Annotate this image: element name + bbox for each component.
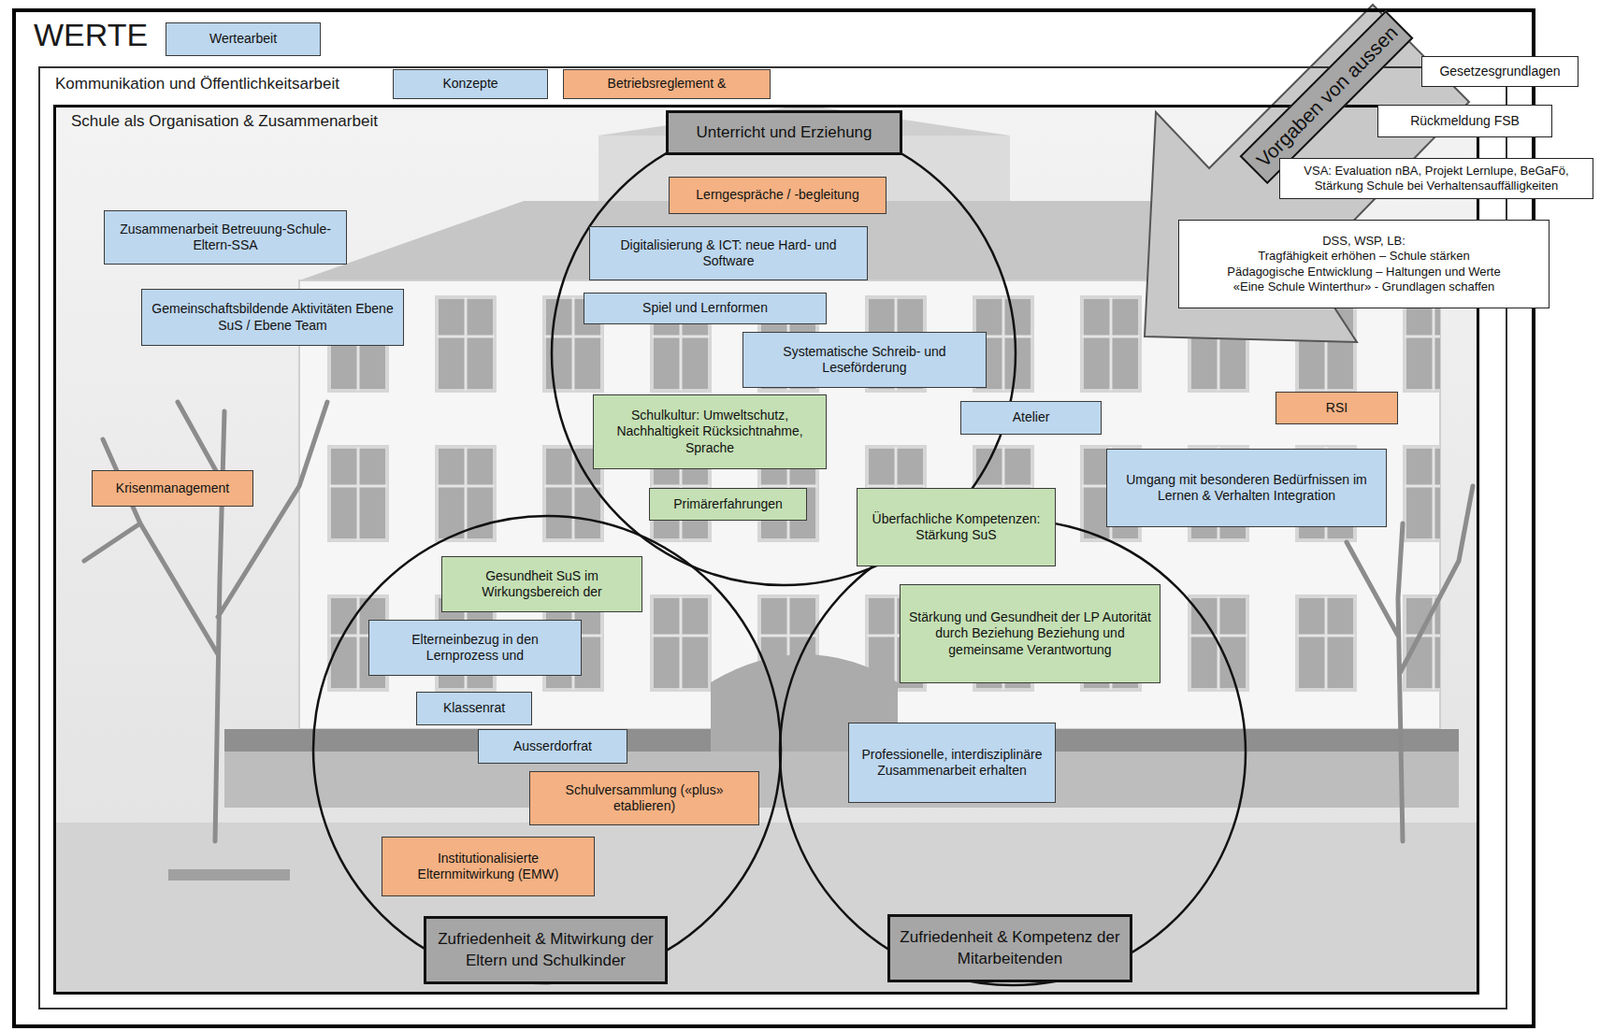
orange-topic-box: RSI [1275,391,1399,425]
orange-topic-box: Betriebsreglement & [562,69,771,100]
tree-left [84,402,328,842]
box-text: Klassenrat [443,700,505,718]
box-text: Institutionalisierte Elternmitwirkung (E… [389,850,587,884]
blue-topic-box: Gemeinschaftsbildende Aktivitäten Ebene … [141,288,404,346]
box-text: Ausserdorfrat [513,738,592,756]
box-text: Überfachliche Kompetenzen: Stärkung SuS [864,511,1048,545]
blue-topic-box: Ausserdorfrat [477,729,628,764]
box-text: Umgang mit besonderen Bedürfnissen im Le… [1114,472,1379,505]
green-topic-box: Stärkung und Gesundheit der LP Autorität… [899,584,1161,684]
region-heading: Schule als Organisation & Zusammenarbeit [71,111,378,132]
tree-right [1346,486,1473,842]
green-topic-box: Primärerfahrungen [648,488,808,521]
blue-topic-box: Elterneinbezug in den Lernprozess und [368,619,582,677]
box-text: Wertearbeit [209,30,277,48]
box-text: Pädagogische Entwicklung – Haltungen und… [1226,264,1500,280]
box-text: Unterricht und Erziehung [695,122,872,144]
orange-topic-box: Lerngespräche / -begleitung [668,176,887,215]
box-text: Krisenmanagement [115,480,230,498]
circle-label-box: Unterricht und Erziehung [665,110,903,156]
box-text: Zufriedenheit & Mitwirkung der Eltern un… [433,929,658,971]
region-heading: Kommunikation und Öffentlichkeitsarbeit [55,73,340,95]
region-heading: WERTE [33,15,148,55]
box-text: Lerngespräche / -begleitung [695,187,859,204]
orange-topic-box: Krisenmanagement [91,470,254,507]
box-text: VSA: Evaluation nBA, Projekt Lernlupe, B… [1287,163,1586,195]
green-topic-box: Überfachliche Kompetenzen: Stärkung SuS [856,488,1056,567]
circle-staff [779,519,1246,986]
box-text: Spiel und Lernformen [642,300,768,318]
box-text: Tragfähigkeit erhöhen – Schule stärken [1257,248,1470,264]
box-text: RSI [1326,400,1348,418]
building-windows [299,280,1441,730]
circle-label-box: Zufriedenheit & Mitwirkung der Eltern un… [423,916,668,985]
venn-circles [313,121,1246,986]
hedge [224,751,1459,808]
box-text: DSS, WSP, LB: [1322,233,1406,249]
blue-topic-box: Zusammenarbeit Betreuung-Schule-Eltern-S… [103,210,347,265]
box-text: Zusammenarbeit Betreuung-Schule-Eltern-S… [112,221,339,255]
box-text: Primärerfahrungen [673,496,783,514]
box-text: Rückmeldung FSB [1410,113,1520,130]
bench [168,869,290,881]
blue-topic-box: Umgang mit besonderen Bedürfnissen im Le… [1106,448,1387,528]
box-text: «Eine Schule Winterthur» - Grundlagen sc… [1233,279,1495,295]
blue-topic-box: Systematische Schreib- und Leseförderung [742,331,987,389]
box-text: Betriebsreglement & [607,75,727,93]
blue-topic-box: Spiel und Lernformen [583,292,827,325]
orange-topic-box: Schulversammlung («plus» etablieren) [529,771,760,826]
blue-topic-box: Atelier [960,401,1102,435]
box-text: Gesundheit SuS im Wirkungsbereich der [449,568,635,602]
box-text: Zufriedenheit & Kompetenz der Mitarbeite… [897,927,1123,969]
box-text: Schulkultur: Umweltschutz, Nachhaltigkei… [601,407,819,458]
blue-topic-box: Digitalisierung & ICT: neue Hard- und So… [589,226,868,281]
box-text: Schulversammlung («plus» etablieren) [537,782,751,816]
box-text: Atelier [1012,409,1051,427]
box-text: Digitalisierung & ICT: neue Hard- und So… [597,237,860,271]
schoolyard [56,822,1477,993]
box-text: Professionelle, interdisziplinäre Zusamm… [856,747,1048,780]
box-text: Gemeinschaftsbildende Aktivitäten Ebene … [149,301,396,334]
building-facade [299,280,1441,730]
circle-label-box: Zufriedenheit & Kompetenz der Mitarbeite… [887,914,1133,983]
communication-frame: Kommunikation und ÖffentlichkeitsarbeitK… [38,66,1508,1010]
circle-parents [313,516,781,984]
box-text: Stärkung und Gesundheit der LP Autorität… [908,609,1153,660]
box-text: Vorgaben von aussen [1251,22,1402,173]
green-topic-box: Gesundheit SuS im Wirkungsbereich der [441,556,643,613]
box-text: Systematische Schreib- und Leseförderung [750,344,979,377]
orange-topic-box: Institutionalisierte Elternmitwirkung (E… [381,836,595,897]
box-text: Konzepte [442,75,498,93]
external-requirement-box: Rückmeldung FSB [1377,104,1553,138]
external-requirement-box: Gesetzesgrundlagen [1421,56,1579,87]
external-requirement-box: VSA: Evaluation nBA, Projekt Lernlupe, B… [1279,158,1594,200]
box-text: Elterneinbezug in den Lernprozess und [376,632,574,665]
box-text: Gesetzesgrundlagen [1439,63,1560,81]
green-topic-box: Schulkultur: Umweltschutz, Nachhaltigkei… [592,394,827,470]
blue-topic-box: Konzepte [392,69,548,100]
blue-topic-box: Klassenrat [416,691,533,726]
blue-topic-box: Professionelle, interdisziplinäre Zusamm… [848,722,1056,804]
external-requirement-box: DSS, WSP, LB:Tragfähigkeit erhöhen – Sch… [1178,219,1550,309]
blue-topic-box: Wertearbeit [165,22,321,57]
